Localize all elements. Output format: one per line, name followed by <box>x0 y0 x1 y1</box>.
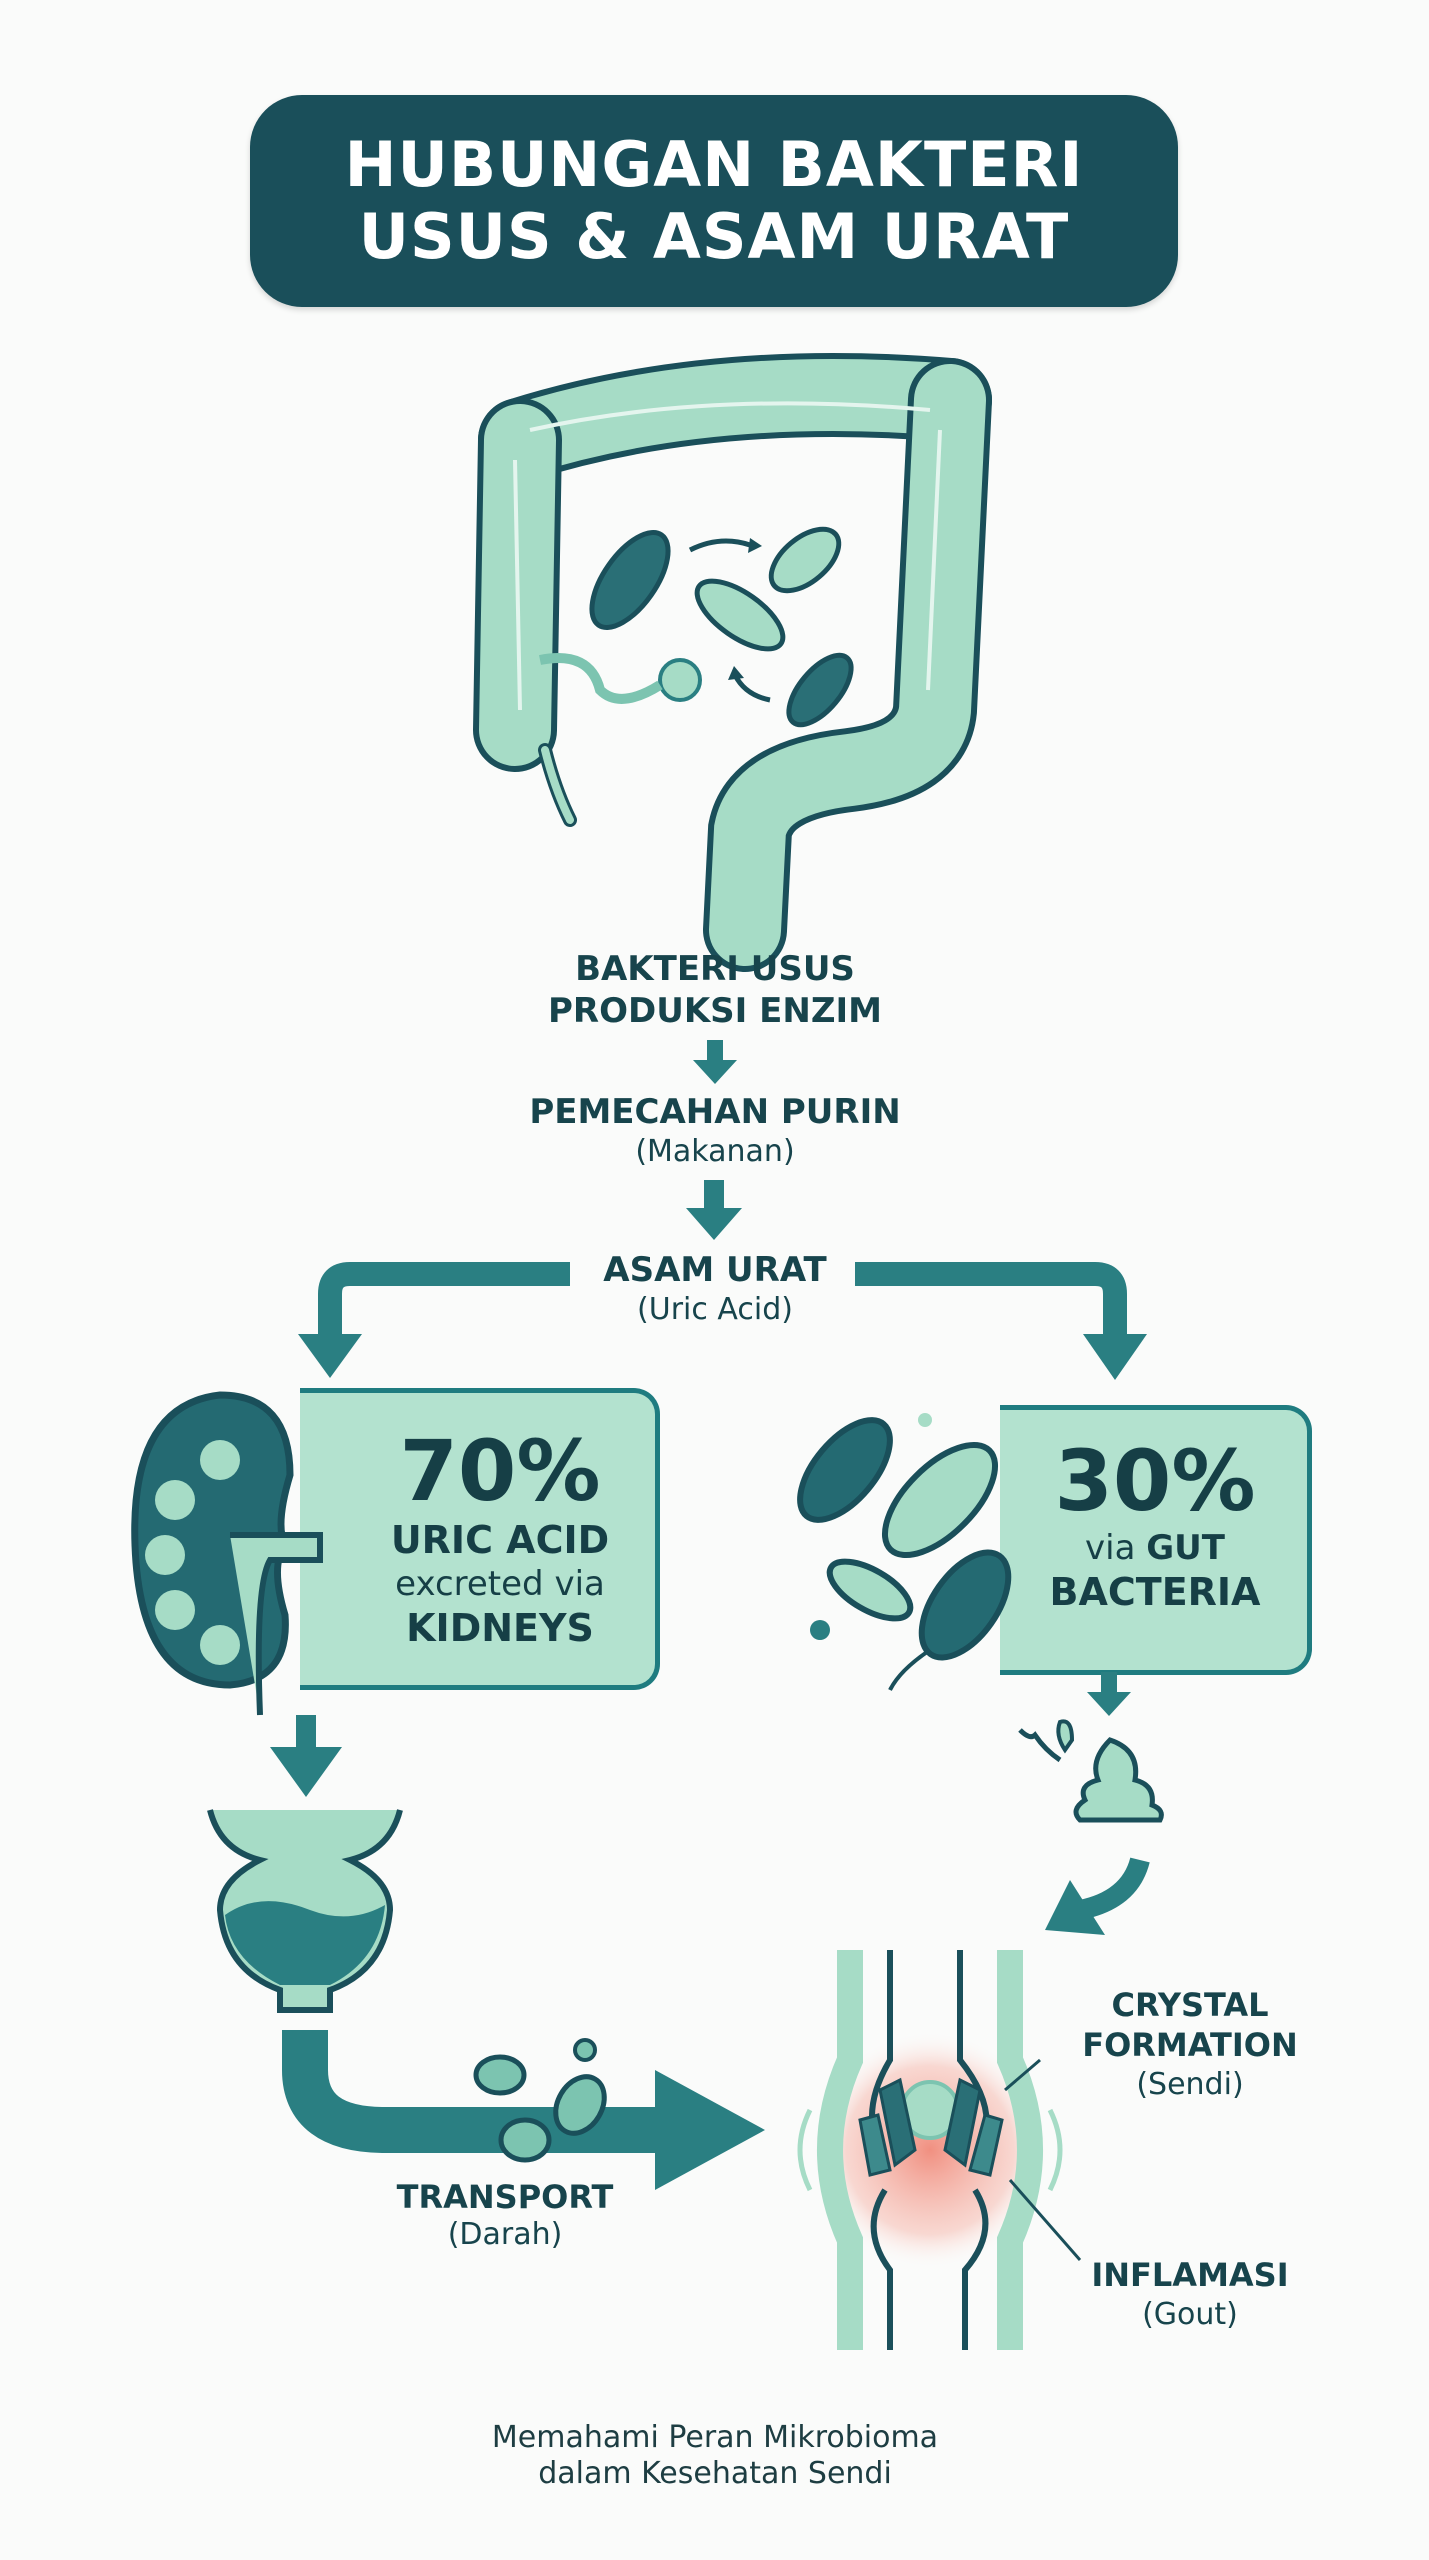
step3-title: ASAM URAT <box>603 1250 827 1290</box>
step-bacteria-enzyme: BAKTERI USUS PRODUKSI ENZIM <box>440 948 990 1032</box>
step-purine-breakdown: PEMECAHAN PURIN (Makanan) <box>440 1092 990 1172</box>
curved-arrow-icon <box>1045 1857 1150 1935</box>
bacteria-cluster-icon <box>797 1413 1012 1691</box>
arrow-down-icon <box>270 1715 342 1797</box>
arrow-down-icon <box>693 1040 737 1084</box>
kidney-stat-card <box>300 1388 660 1690</box>
branch-arrow-left-icon <box>298 1262 570 1378</box>
footer-line-1: Memahami Peran Mikrobioma <box>491 2420 939 2455</box>
kidney-percent: 70% <box>399 1422 601 1520</box>
transport-label: TRANSPORT (Darah) <box>380 2178 630 2254</box>
step3-subtitle: (Uric Acid) <box>637 1292 793 1327</box>
bladder-icon <box>207 1809 403 2013</box>
inflammation-title: INFLAMASI <box>1091 2256 1289 2294</box>
kidney-line2: excreted via <box>395 1564 605 1604</box>
step-uric-acid: ASAM URAT (Uric Acid) <box>540 1250 890 1330</box>
gut-line1-prefix: via <box>1085 1528 1147 1568</box>
colon-illustration-icon <box>473 353 992 972</box>
title-line-2: USUS & ASAM URAT <box>358 200 1070 273</box>
arrow-down-icon <box>1087 1672 1131 1716</box>
inflamed-joint-icon <box>797 1950 1082 2350</box>
stool-icon <box>1018 1719 1164 1823</box>
kidney-line1: URIC ACID <box>390 1518 610 1562</box>
footer-caption: Memahami Peran Mikrobioma dalam Kesehata… <box>380 2420 1050 2492</box>
kidney-line3: KIDNEYS <box>406 1606 594 1650</box>
crystal-title-2: FORMATION <box>1082 2026 1298 2064</box>
crystal-subtitle: (Sendi) <box>1136 2067 1244 2102</box>
kidney-stat-text: 70% URIC ACID excreted via KIDNEYS <box>350 1425 650 1651</box>
transport-title: TRANSPORT <box>396 2178 614 2216</box>
title-line-1: HUBUNGAN BAKTERI <box>344 128 1084 201</box>
arrow-down-icon <box>686 1180 742 1240</box>
crystal-title-1: CRYSTAL <box>1111 1986 1269 2024</box>
step2-subtitle: (Makanan) <box>635 1134 795 1169</box>
gut-line2: BACTERIA <box>1049 1570 1261 1614</box>
inflammation-subtitle: (Gout) <box>1142 2297 1238 2332</box>
step2-title: PEMECAHAN PURIN <box>529 1092 901 1132</box>
step1-line1: BAKTERI USUS <box>575 949 855 989</box>
gut-stat-text: 30% via GUT BACTERIA <box>1020 1435 1290 1615</box>
inflammation-label: INFLAMASI (Gout) <box>1060 2255 1320 2335</box>
crystal-formation-label: CRYSTAL FORMATION (Sendi) <box>1045 1985 1335 2105</box>
kidney-icon <box>131 1391 323 1716</box>
gut-line1-bold: GUT <box>1146 1528 1225 1568</box>
title-banner: HUBUNGAN BAKTERI USUS & ASAM URAT <box>250 95 1178 307</box>
footer-line-2: dalam Kesehatan Sendi <box>538 2456 892 2491</box>
branch-arrow-right-icon <box>855 1262 1147 1380</box>
gut-percent: 30% <box>1054 1432 1256 1530</box>
transport-subtitle: (Darah) <box>447 2217 563 2252</box>
step1-line2: PRODUKSI ENZIM <box>548 991 882 1031</box>
gut-bacteria-stat-card <box>1000 1405 1312 1675</box>
transport-arrow-icon <box>282 2030 765 2190</box>
